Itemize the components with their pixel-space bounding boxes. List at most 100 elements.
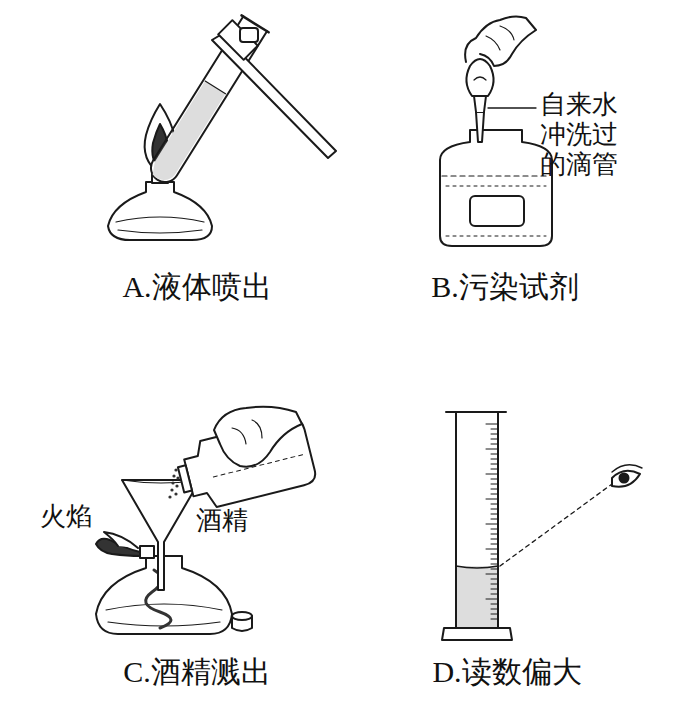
graduation-tick (491, 519, 498, 520)
drawing-stroke (176, 476, 179, 479)
drawing-stroke (446, 412, 506, 628)
graduation-tick (491, 534, 498, 535)
graduation-tick (491, 539, 498, 540)
drawing-stroke (174, 492, 177, 495)
drawing-stroke (474, 96, 486, 112)
graduation-tick (491, 514, 498, 515)
drawing-stroke (232, 612, 252, 620)
graduation-tick (491, 454, 498, 455)
drawing-stroke (486, 26, 514, 50)
drawing-stroke (205, 81, 225, 94)
drawing-stroke (178, 465, 192, 492)
graduation-tick (491, 569, 498, 570)
graduation-tick (491, 429, 498, 430)
panel-caption: A.液体喷出 (122, 270, 271, 305)
drawing-stroke (108, 182, 212, 240)
graduation-tick (491, 494, 498, 495)
drawing-stroke (106, 604, 222, 610)
drawing-stroke (214, 407, 302, 467)
leader-line (488, 107, 536, 108)
graduation-tick (491, 554, 498, 555)
graduation-tick (491, 479, 498, 480)
graduation-tick (491, 444, 498, 445)
graduated-cylinder (442, 412, 512, 640)
drawing-stroke (218, 20, 258, 60)
drawing-stroke (175, 484, 178, 487)
drawing-stroke (172, 474, 175, 477)
drawing-stroke (240, 28, 258, 42)
drawing-stroke (116, 217, 204, 222)
drawing-stroke (466, 59, 493, 96)
drawing-stroke (457, 566, 497, 628)
graduation-tick (486, 574, 498, 575)
drawing-stroke (146, 16, 267, 187)
tube-holder (212, 20, 336, 158)
graduation-tick (486, 549, 498, 550)
hand (465, 16, 536, 66)
drawing-stroke (456, 566, 498, 568)
graduation-tick (491, 484, 498, 485)
drawing-stroke (470, 196, 524, 226)
hand (214, 407, 302, 467)
drawing-stroke (620, 474, 629, 483)
panel-caption: C.酒精溅出 (123, 655, 271, 690)
graduation-tick (491, 584, 498, 585)
graduation-tick (491, 504, 498, 505)
drawing-stroke (174, 468, 177, 471)
drawing-stroke (168, 495, 171, 498)
graduation-tick (491, 619, 498, 620)
callout-label: 自来水 冲洗过 的滴管 (540, 90, 626, 180)
drawing-stroke (612, 465, 642, 472)
funnel (122, 480, 200, 590)
graduation-tick (491, 609, 498, 610)
drawing-stroke (122, 480, 200, 590)
reagent-bottle (440, 130, 552, 246)
graduation-tick (486, 524, 498, 525)
graduation-tick (491, 589, 498, 590)
drawing-stroke (474, 77, 486, 80)
graduation-tick (491, 459, 498, 460)
drawing-stroke (232, 420, 262, 444)
graduation-tick (491, 529, 498, 530)
drawing-stroke (465, 16, 536, 66)
alcohol-lamp (108, 174, 212, 240)
drawing-stroke (476, 112, 484, 142)
pouring-stream (168, 468, 179, 498)
drawing-stroke (442, 628, 512, 640)
graduation-tick (491, 434, 498, 435)
eye (612, 465, 642, 487)
sight-line (500, 484, 612, 566)
drawing-stroke (171, 481, 174, 484)
graduation-tick (491, 509, 498, 510)
graduation-tick (491, 579, 498, 580)
graduation-tick (486, 424, 498, 425)
drawing-stroke (148, 81, 226, 185)
graduation-tick (491, 469, 498, 470)
drawing-stroke (104, 532, 138, 548)
graduation-tick (491, 614, 498, 615)
drawing-stroke (170, 488, 173, 491)
lamp-cap (232, 612, 252, 631)
drawing-stroke (612, 471, 640, 487)
graduation-tick (486, 474, 498, 475)
panel-caption: D.读数偏大 (432, 655, 581, 690)
side-flame (96, 532, 140, 556)
panel-caption: B.污染试剂 (431, 270, 579, 305)
graduation-tick (491, 559, 498, 560)
test-tube (144, 15, 269, 188)
graduation-tick (491, 489, 498, 490)
drawing-stroke (212, 34, 336, 158)
graduation-tick (491, 544, 498, 545)
graduation-tick (491, 464, 498, 465)
graduation-tick (491, 594, 498, 595)
drawing-stroke (442, 175, 550, 176)
drawing-stroke (118, 230, 202, 233)
graduation-tick (486, 599, 498, 600)
graduation-tick (486, 499, 498, 500)
drawing-stroke (486, 424, 498, 619)
graduation-tick (491, 439, 498, 440)
callout-label: 酒精 (196, 506, 248, 536)
graduation-tick (486, 449, 498, 450)
drawing-stroke (140, 546, 154, 558)
